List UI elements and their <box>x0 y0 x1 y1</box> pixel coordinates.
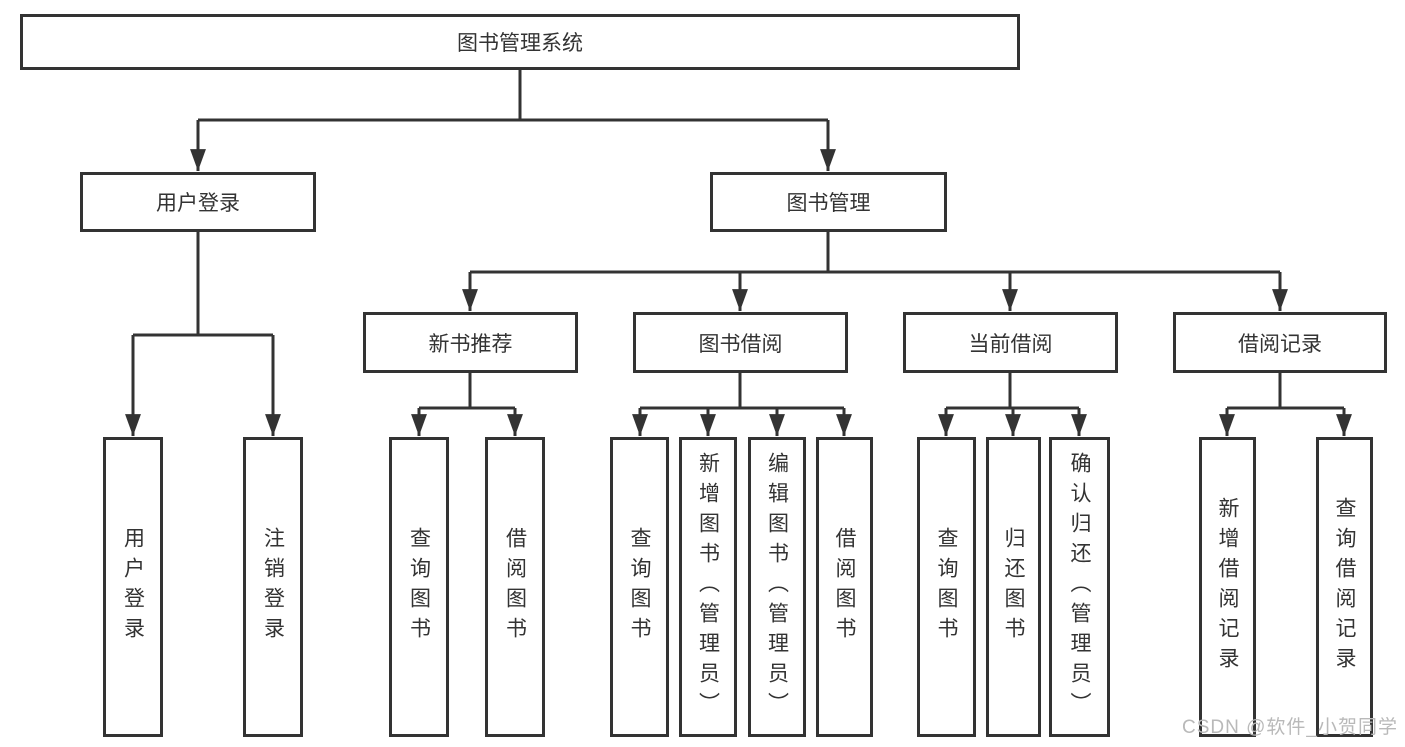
leaf-user-login-label: 用户登录 <box>121 527 145 647</box>
node-book-management: 图书管理 <box>710 172 947 232</box>
node-book-borrow-label: 图书借阅 <box>698 332 783 356</box>
node-user-login: 用户登录 <box>80 172 316 232</box>
leaf-logout-label: 注销登录 <box>261 527 285 647</box>
node-root: 图书管理系统 <box>20 14 1020 70</box>
node-borrow-records: 借阅记录 <box>1173 312 1387 373</box>
leaf-cb-confirm-return-admin: 确认归还（管理员） <box>1049 437 1110 737</box>
leaf-nbr-query-books: 查询图书 <box>389 437 449 737</box>
leaf-nbr-borrow-books-label: 借阅图书 <box>503 527 527 647</box>
leaf-br-add-record-label: 新增借阅记录 <box>1216 497 1239 677</box>
leaf-br-query-record-label: 查询借阅记录 <box>1333 497 1356 677</box>
node-user-login-label: 用户登录 <box>156 192 240 215</box>
leaf-bb-query-books: 查询图书 <box>610 437 669 737</box>
leaf-nbr-borrow-books: 借阅图书 <box>485 437 545 737</box>
leaf-bb-borrow-books-label: 借阅图书 <box>833 527 856 647</box>
leaf-cb-query-books: 查询图书 <box>917 437 976 737</box>
leaf-br-query-record: 查询借阅记录 <box>1316 437 1373 737</box>
leaf-br-add-record: 新增借阅记录 <box>1199 437 1256 737</box>
leaf-bb-add-books-admin: 新增图书（管理员） <box>679 437 737 737</box>
node-book-borrow: 图书借阅 <box>633 312 848 373</box>
leaf-bb-query-books-label: 查询图书 <box>628 527 651 647</box>
csdn-watermark: CSDN @软件_小贺同学 <box>1182 717 1398 738</box>
leaf-cb-return-books: 归还图书 <box>986 437 1041 737</box>
leaf-bb-add-books-admin-label: 新增图书（管理员） <box>696 452 720 722</box>
leaf-bb-borrow-books: 借阅图书 <box>816 437 873 737</box>
leaf-cb-query-books-label: 查询图书 <box>935 527 958 647</box>
leaf-logout: 注销登录 <box>243 437 303 737</box>
node-new-book-recommend-label: 新书推荐 <box>428 332 513 356</box>
leaf-cb-return-books-label: 归还图书 <box>1002 527 1025 647</box>
node-current-borrow: 当前借阅 <box>903 312 1118 373</box>
leaf-bb-edit-books-admin-label: 编辑图书（管理员） <box>765 452 789 722</box>
leaf-user-login: 用户登录 <box>103 437 163 737</box>
node-new-book-recommend: 新书推荐 <box>363 312 578 373</box>
leaf-nbr-query-books-label: 查询图书 <box>407 527 431 647</box>
node-borrow-records-label: 借阅记录 <box>1238 332 1322 356</box>
node-current-borrow-label: 当前借阅 <box>968 332 1053 356</box>
node-root-label: 图书管理系统 <box>457 32 583 55</box>
node-book-management-label: 图书管理 <box>786 192 871 215</box>
leaf-cb-confirm-return-admin-label: 确认归还（管理员） <box>1068 452 1091 722</box>
leaf-bb-edit-books-admin: 编辑图书（管理员） <box>748 437 806 737</box>
